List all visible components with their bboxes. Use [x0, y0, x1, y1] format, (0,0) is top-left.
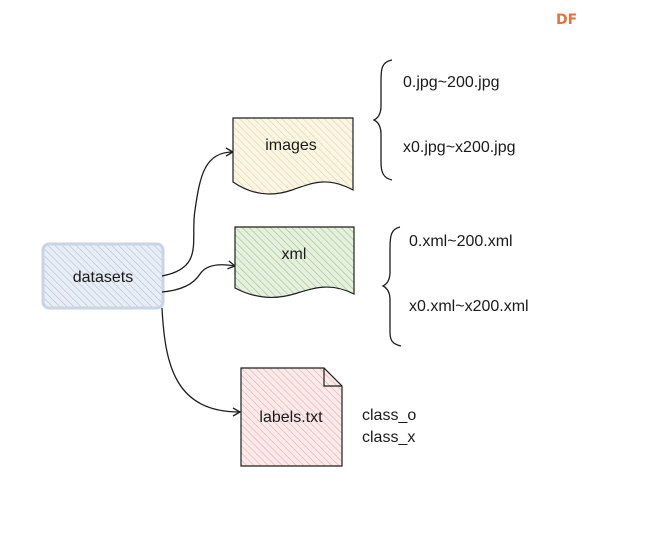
label-class-list: class_o class_x	[362, 407, 416, 446]
labels-label: labels.txt	[259, 409, 323, 426]
images-file-range-1: 0.jpg~200.jpg	[403, 74, 500, 91]
class-entry-1: class_o	[362, 407, 416, 424]
images-file-list: 0.jpg~200.jpg x0.jpg~x200.jpg	[403, 74, 516, 156]
labels-file-fold	[323, 368, 342, 387]
connectors	[161, 147, 242, 417]
arrow-datasets-to-images	[161, 147, 235, 277]
arrow-datasets-to-xml	[161, 260, 237, 293]
images-label: images	[265, 137, 317, 154]
images-file-range-2: x0.jpg~x200.jpg	[403, 139, 516, 156]
xml-file-range-1: 0.xml~200.xml	[409, 233, 513, 250]
xml-file-range-2: x0.xml~x200.xml	[409, 298, 529, 315]
watermark-logo: DF	[556, 12, 577, 28]
datasets-node: datasets	[41, 242, 165, 310]
datasets-label: datasets	[73, 269, 133, 286]
xml-brace	[381, 226, 402, 347]
images-document-shape	[232, 117, 354, 195]
xml-file-list: 0.xml~200.xml x0.xml~x200.xml	[409, 233, 529, 315]
labels-file-shape	[240, 367, 343, 467]
class-entry-2: class_x	[362, 429, 415, 446]
images-brace	[372, 59, 393, 181]
xml-label: xml	[282, 246, 307, 263]
images-node: images	[232, 117, 354, 195]
arrow-datasets-to-labels	[161, 307, 242, 417]
xml-document-shape	[234, 226, 355, 298]
xml-node: xml	[234, 226, 355, 298]
braces	[372, 59, 402, 347]
labels-node: labels.txt	[240, 367, 343, 467]
